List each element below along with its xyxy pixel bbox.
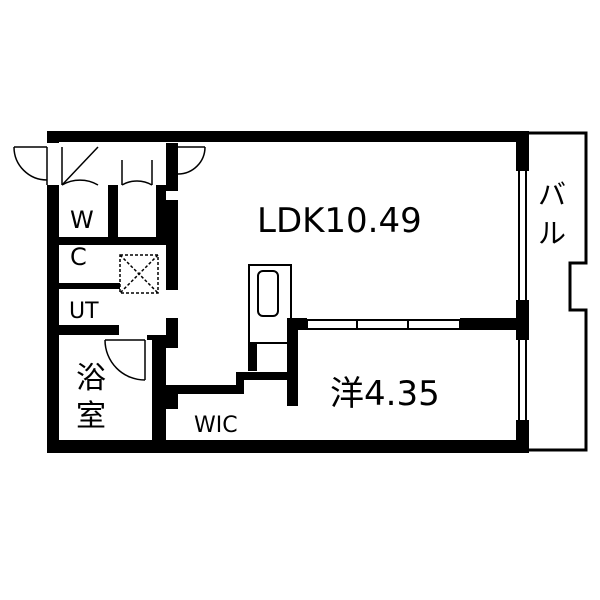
wic-label: WIC — [194, 413, 238, 438]
ldk-label: LDK10.49 — [257, 201, 422, 241]
western-room-label: 洋4.35 — [330, 374, 440, 414]
bath-label-line2: 室 — [76, 399, 106, 434]
hall-doors — [61, 146, 206, 186]
balcony — [527, 131, 588, 452]
washer-pan — [119, 254, 159, 294]
balcony-label-line1: バ — [538, 178, 566, 211]
wc-label-line1: W — [70, 206, 94, 234]
walls — [47, 131, 529, 453]
entrance-door — [13, 146, 48, 185]
balcony-label-line2: ル — [538, 217, 566, 250]
bath-door — [104, 339, 146, 381]
sliding-doors — [306, 319, 461, 330]
windows — [518, 171, 527, 420]
bath-label-line1: 浴 — [76, 361, 106, 396]
kitchen-counter — [248, 264, 292, 344]
ut-label: UT — [69, 299, 99, 324]
wc-label-line2: C — [70, 243, 87, 271]
